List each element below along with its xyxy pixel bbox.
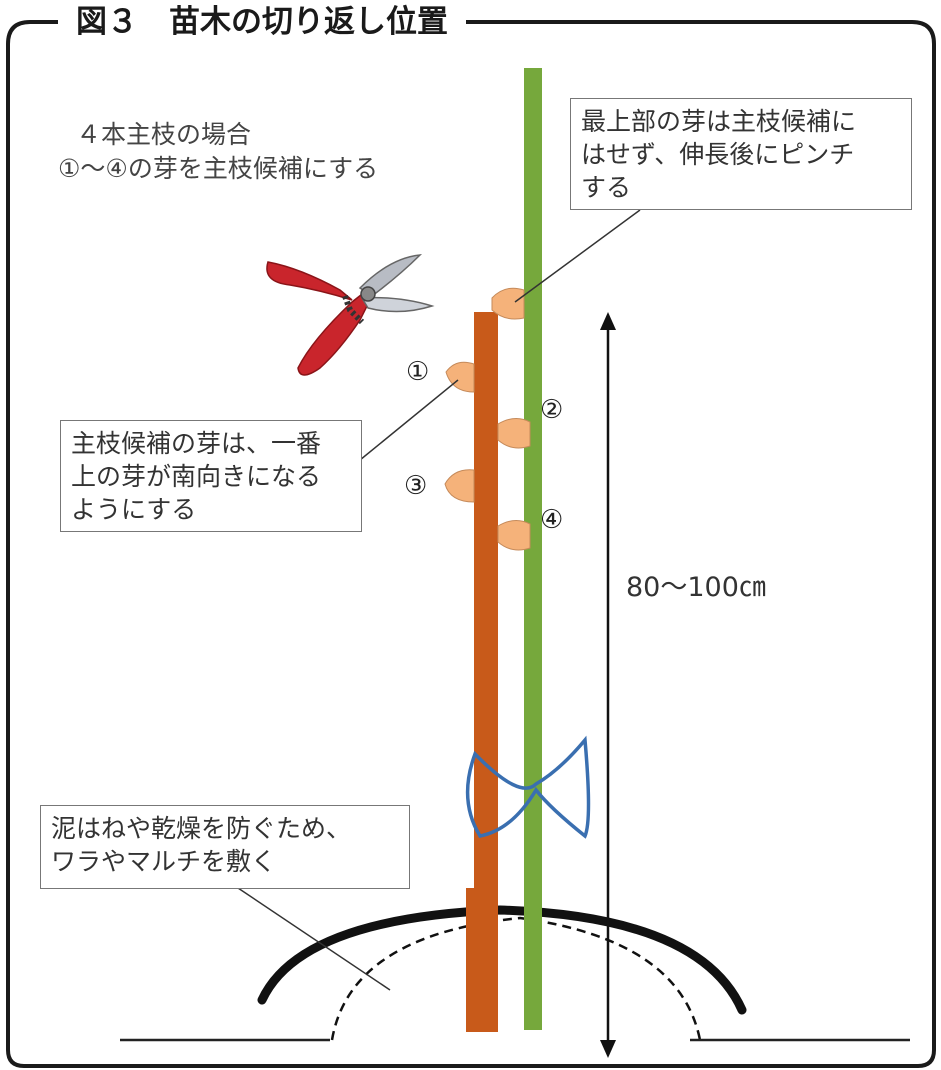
callout-mulch-line-1: 泥はねや乾燥を防ぐため、 <box>51 814 352 843</box>
candidate-bud-leader-line <box>359 379 459 461</box>
arrow-head-bottom <box>600 1040 616 1058</box>
top-bud <box>491 287 525 320</box>
callout-top-bud: 最上部の芽は主枝候補に はせず、伸長後にピンチ する <box>570 98 912 210</box>
mulch-mound <box>257 905 747 1015</box>
figure-title: 図３ 苗木の切り返し位置 <box>58 2 466 42</box>
bud-label-2: ② <box>540 395 564 425</box>
bud-label-1: ① <box>406 357 430 387</box>
bud-3 <box>444 469 475 503</box>
soil-dashed-line <box>330 916 702 1041</box>
note-line-2: ①〜④の芽を主枝候補にする <box>58 154 379 183</box>
seedling-trunk <box>474 312 498 1032</box>
arrow-head-top <box>600 312 616 330</box>
callout-candidate-buds: 主枝候補の芽は、一番 上の芽が南向きになる ようにする <box>60 420 362 532</box>
pruning-shears-icon <box>266 254 435 376</box>
bud-label-4: ④ <box>540 505 564 535</box>
trunk-cut-top <box>474 312 498 318</box>
callout-top-bud-line-3: する <box>581 173 632 202</box>
bud-2 <box>497 418 531 449</box>
frame-border <box>6 20 936 1068</box>
bud-1 <box>445 361 475 393</box>
callout-top-bud-line-1: 最上部の芽は主枝候補に <box>581 107 857 136</box>
bud-label-3: ③ <box>404 471 428 501</box>
callout-mulch-line-2: ワラやマルチを敷く <box>51 847 277 876</box>
callout-candidate-line-2: 上の芽が南向きになる <box>71 462 322 491</box>
callout-candidate-line-1: 主枝候補の芽は、一番 <box>71 429 322 458</box>
top-bud-leader-line <box>514 209 641 303</box>
height-measurement: 80〜100㎝ <box>626 572 766 603</box>
callout-mulch: 泥はねや乾燥を防ぐため、 ワラやマルチを敷く <box>40 805 410 889</box>
mulch-leader-line <box>237 887 391 991</box>
note-line-1: ４本主枝の場合 <box>76 120 252 149</box>
callout-candidate-line-3: ようにする <box>71 495 197 524</box>
callout-top-bud-line-2: はせず、伸長後にピンチ <box>581 140 855 169</box>
stake-tie <box>465 735 591 839</box>
trunk-base <box>466 888 476 1032</box>
bud-4 <box>497 520 531 551</box>
